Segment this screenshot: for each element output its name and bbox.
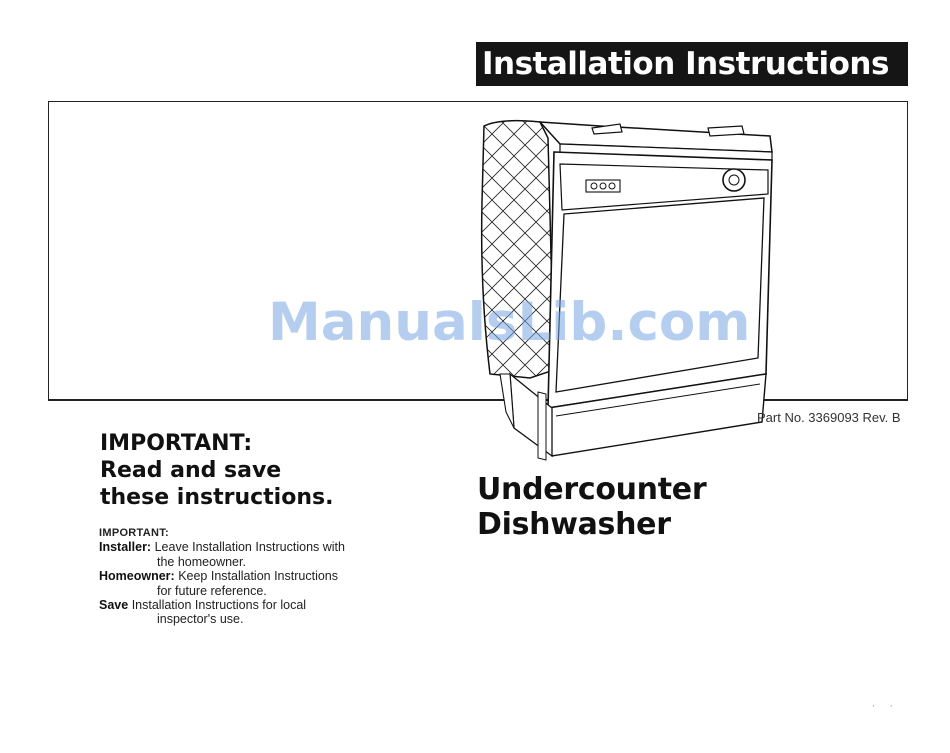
homeowner-label: Homeowner: [99,569,175,584]
product-title-line-2: Dishwasher [477,507,671,542]
important-heading: IMPORTANT: Read and save these instructi… [100,430,333,511]
product-title-line-1: Undercounter [477,472,707,507]
illustration-frame [48,101,908,401]
homeowner-text-b: for future reference. [157,583,267,598]
important-line-2: Read and save [100,458,282,483]
homeowner-text-a: Keep Installation Instructions [178,569,339,584]
save-note: Save Installation Instructions for local [99,598,345,612]
notes-heading: IMPORTANT: [99,527,170,539]
important-notes: IMPORTANT: Installer: Leave Installation… [99,526,345,627]
corner-mark: · · [872,702,899,712]
installer-note: Installer: Leave Installation Instructio… [99,540,345,554]
important-line-3: these instructions. [100,485,334,510]
homeowner-note: Homeowner: Keep Installation Instruction… [99,569,345,583]
save-label: Save [99,598,129,613]
installer-text-a: Leave Installation Instructions with [154,540,345,555]
product-title: Undercounter Dishwasher [477,472,707,542]
save-text-a: Installation Instructions for local [131,598,307,613]
important-line-1: IMPORTANT: [100,431,253,456]
dishwasher-illustration-icon [480,119,773,461]
part-number: Part No. 3369093 Rev. B [757,410,901,425]
save-text-b: inspector's use. [157,612,244,627]
watermark: ManualsLib.com [268,292,751,353]
installer-text-b: the homeowner. [157,554,246,569]
page-header-banner: Installation Instructions [476,42,908,86]
installer-label: Installer: [99,540,152,555]
